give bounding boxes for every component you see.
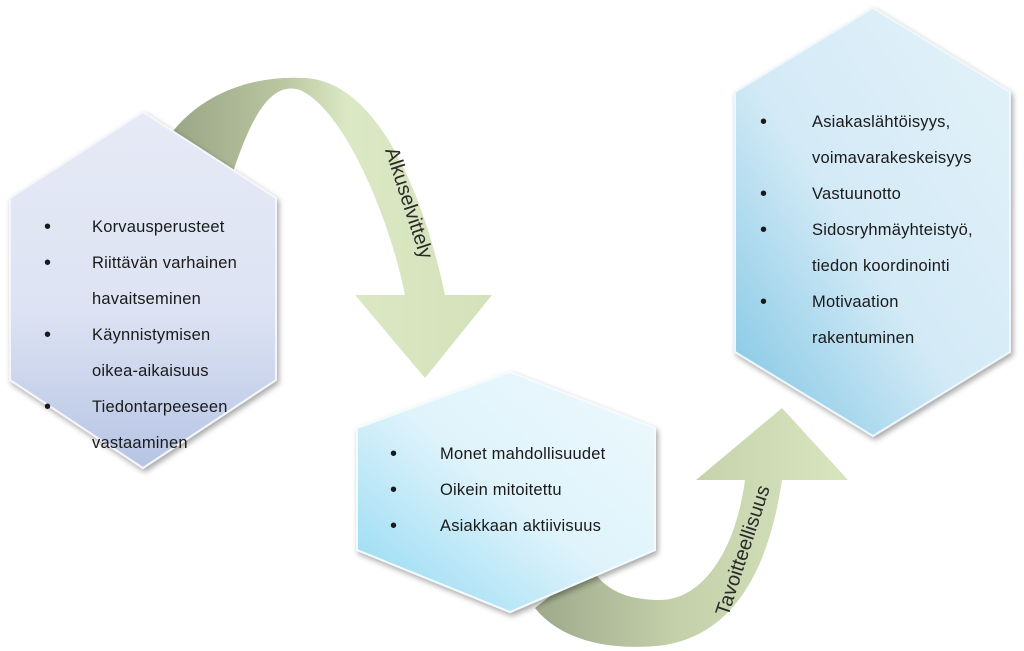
bullet-icon: • bbox=[44, 252, 52, 274]
list-item-text: Monet mahdollisuudet bbox=[440, 436, 650, 472]
list-item: • Riittävän varhainen havaitseminen bbox=[44, 245, 272, 317]
right-hexagon-list: • Asiakaslähtöisyys, voimavarakeskeisyys • V… bbox=[760, 104, 1007, 356]
bullet-icon: • bbox=[390, 479, 398, 501]
list-item-line: Korvausperusteet bbox=[92, 218, 225, 236]
list-item-line: Oikein mitoitettu bbox=[440, 481, 562, 499]
list-item-line: Motivaation bbox=[812, 293, 899, 311]
bullet-icon: • bbox=[760, 111, 768, 133]
bullet-icon: • bbox=[44, 324, 52, 346]
bullet-icon: • bbox=[390, 443, 398, 465]
list-item: • Asiakaslähtöisyys, voimavarakeskeisyys bbox=[760, 104, 1007, 176]
list-item-line: vastaaminen bbox=[92, 434, 188, 452]
left-hexagon bbox=[9, 110, 277, 470]
bullet-icon: • bbox=[760, 219, 768, 241]
list-item-line: Käynnistymisen bbox=[92, 326, 211, 344]
list-item: • Oikein mitoitettu bbox=[390, 472, 650, 508]
list-item: • Korvausperusteet bbox=[44, 209, 272, 245]
bullet-icon: • bbox=[390, 515, 398, 537]
list-item-line: Riittävän varhainen bbox=[92, 254, 238, 272]
middle-hexagon-shape bbox=[356, 370, 656, 614]
list-item-text: Vastuunotto bbox=[812, 176, 1007, 212]
bullet-icon: • bbox=[760, 291, 768, 313]
list-item-line: oikea-aikaisuus bbox=[92, 362, 209, 380]
left-hexagon-list: • Korvausperusteet • Riittävän varhainen hav… bbox=[44, 209, 272, 461]
list-item-text: Sidosryhmäyhteistyö, tiedon koordinointi bbox=[812, 212, 1007, 284]
list-item: • Käynnistymisen oikea-aikaisuus bbox=[44, 317, 272, 389]
list-item-line: rakentuminen bbox=[812, 329, 915, 347]
list-item-line: Asiakkaan aktiivisuus bbox=[440, 517, 602, 535]
bullet-icon: • bbox=[44, 216, 52, 238]
middle-hexagon-list: •Monet mahdollisuudet•Oikein mitoitettu•… bbox=[390, 436, 650, 544]
list-item-line: havaitseminen bbox=[92, 290, 201, 308]
list-item-line: Asiakaslähtöisyys, bbox=[812, 113, 951, 131]
list-item: • Tiedontarpeeseen vastaaminen bbox=[44, 389, 272, 461]
bullet-icon: • bbox=[760, 183, 768, 205]
list-item: • Sidosryhmäyhteistyö, tiedon koordinointi bbox=[760, 212, 1007, 284]
list-item-text: Tiedontarpeeseen vastaaminen bbox=[92, 389, 272, 461]
list-item-line: Tiedontarpeeseen bbox=[92, 398, 228, 416]
list-item-line: Sidosryhmäyhteistyö, bbox=[812, 221, 973, 239]
right-hexagon bbox=[734, 6, 1011, 438]
list-item-text: Korvausperusteet bbox=[92, 209, 272, 245]
list-item-line: Monet mahdollisuudet bbox=[440, 445, 606, 463]
list-item: • Motivaation rakentuminen bbox=[760, 284, 1007, 356]
list-item-text: Oikein mitoitettu bbox=[440, 472, 650, 508]
list-item-text: Asiakkaan aktiivisuus bbox=[440, 508, 650, 544]
list-item: • Vastuunotto bbox=[760, 176, 1007, 212]
list-item-line: voimavarakeskeisyys bbox=[812, 149, 972, 167]
bullet-icon: • bbox=[44, 396, 52, 418]
list-item-text: Motivaation rakentuminen bbox=[812, 284, 1007, 356]
list-item-line: tiedon koordinointi bbox=[812, 257, 950, 275]
list-item-line: Vastuunotto bbox=[812, 185, 902, 203]
list-item-text: Käynnistymisen oikea-aikaisuus bbox=[92, 317, 272, 389]
list-item: • Asiakkaan aktiivisuus bbox=[390, 508, 650, 544]
list-item-text: Asiakaslähtöisyys, voimavarakeskeisyys bbox=[812, 104, 1007, 176]
list-item: • Monet mahdollisuudet bbox=[390, 436, 650, 472]
list-item-text: Riittävän varhainen havaitseminen bbox=[92, 245, 272, 317]
